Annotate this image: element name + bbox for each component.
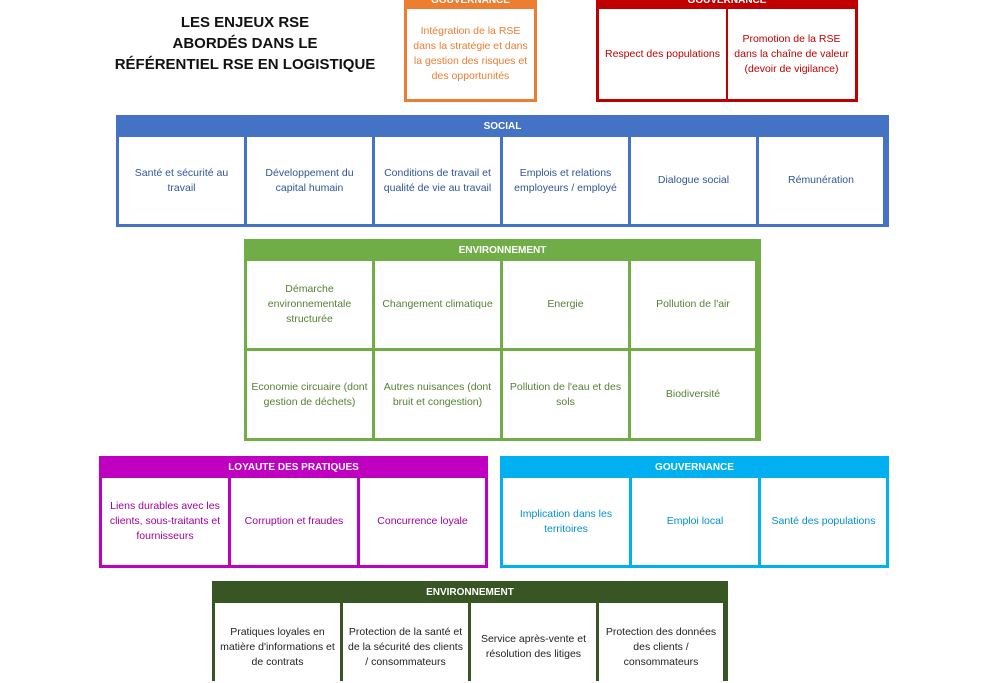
enjeu-cell: Pollution de l'air xyxy=(631,261,755,348)
enjeu-cell: Pratiques loyales en matière d'informati… xyxy=(215,603,340,683)
block-header: GOUVERNANCE xyxy=(687,0,767,6)
loyaute-pratiques-block: LOYAUTE DES PRATIQUES Liens durables ave… xyxy=(99,456,488,568)
block-header: SOCIAL xyxy=(483,121,522,132)
block-header: GOUVERNANCE xyxy=(431,0,510,6)
enjeu-cell: Changement climatique xyxy=(375,261,500,348)
enjeu-cell: Intégration de la RSE dans la stratégie … xyxy=(407,9,534,99)
enjeu-cell: Protection des données des clients / con… xyxy=(599,603,723,683)
gouvernance-populations-block: GOUVERNANCE Respect des populations Prom… xyxy=(596,0,858,102)
enjeu-cell: Protection de la santé et de la sécurité… xyxy=(343,603,468,683)
enjeu-cell: Biodiversité xyxy=(631,351,755,438)
enjeu-cell: Rémunération xyxy=(759,137,883,224)
enjeu-cell: Promotion de la RSE dans la chaîne de va… xyxy=(728,9,855,99)
enjeu-cell: Liens durables avec les clients, sous-tr… xyxy=(102,478,228,565)
title-line-2: ABORDÉS DANS LE xyxy=(172,35,318,52)
enjeu-cell: Autres nuisances (dont bruit et congesti… xyxy=(375,351,500,438)
enjeu-cell: Corruption et fraudes xyxy=(231,478,357,565)
enjeu-cell: Conditions de travail et qualité de vie … xyxy=(375,137,500,224)
block-header: GOUVERNANCE xyxy=(655,462,734,473)
enjeu-cell: Santé et sécurité au travail xyxy=(119,137,244,224)
gouvernance-strategie-block: GOUVERNANCE Intégration de la RSE dans l… xyxy=(404,0,537,102)
enjeu-cell: Respect des populations xyxy=(599,9,726,99)
page-title: LES ENJEUX RSE ABORDÉS DANS LE RÉFÉRENTI… xyxy=(100,12,390,75)
enjeu-cell: Pollution de l'eau et des sols xyxy=(503,351,628,438)
enjeu-cell: Service après-vente et résolution des li… xyxy=(471,603,596,683)
enjeu-cell: Emploi local xyxy=(632,478,758,565)
block-header: ENVIRONNEMENT xyxy=(426,587,514,598)
block-header: ENVIRONNEMENT xyxy=(458,245,547,256)
environnement-consommateurs-block: ENVIRONNEMENT Pratiques loyales en matiè… xyxy=(212,581,728,683)
enjeu-cell: Concurrence loyale xyxy=(360,478,485,565)
enjeu-cell: Energie xyxy=(503,261,628,348)
social-block: SOCIAL Santé et sécurité au travail Déve… xyxy=(116,115,889,227)
title-line-1: LES ENJEUX RSE xyxy=(180,14,310,31)
enjeu-cell: Dialogue social xyxy=(631,137,756,224)
enjeu-cell: Démarche environnementale structurée xyxy=(247,261,372,348)
enjeu-cell: Développement du capital humain xyxy=(247,137,372,224)
gouvernance-territoires-block: GOUVERNANCE Implication dans les territo… xyxy=(500,456,889,568)
enjeu-cell: Economie circuaire (dont gestion de déch… xyxy=(247,351,372,438)
title-line-3: RÉFÉRENTIEL RSE EN LOGISTIQUE xyxy=(114,56,376,73)
environnement-block: ENVIRONNEMENT Démarche environnementale … xyxy=(244,239,761,441)
enjeu-cell: Emplois et relations employeurs / employ… xyxy=(503,137,628,224)
enjeu-cell: Santé des populations xyxy=(761,478,886,565)
block-header: LOYAUTE DES PRATIQUES xyxy=(228,462,359,473)
enjeu-cell: Implication dans les territoires xyxy=(503,478,629,565)
